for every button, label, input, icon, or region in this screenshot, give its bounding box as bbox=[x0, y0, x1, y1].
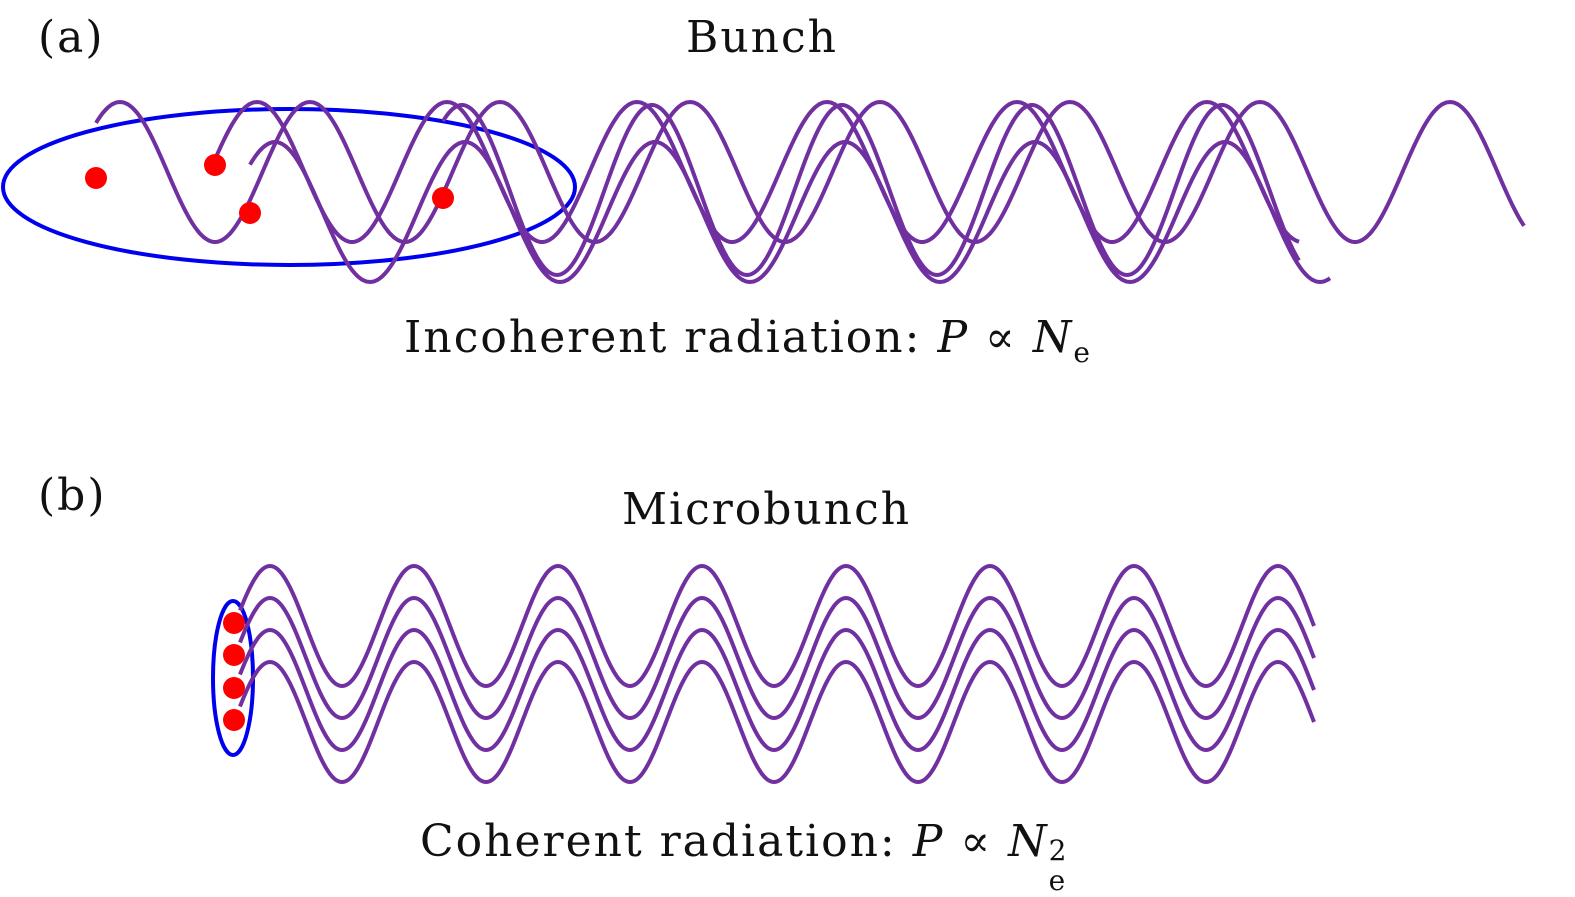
panel-a-caption: Incoherent radiation: P ∝ Ne bbox=[404, 312, 1092, 369]
electron-dot bbox=[223, 677, 245, 699]
caption-symbol-n: N bbox=[1008, 816, 1049, 867]
radiation-wave bbox=[94, 99, 1526, 244]
caption-text: Incoherent radiation: bbox=[404, 312, 938, 363]
radiation-wave bbox=[238, 595, 1316, 721]
panel-b-graphics bbox=[211, 563, 1316, 785]
panel-a-graphics bbox=[1, 99, 1526, 285]
caption-symbol-p: P bbox=[912, 816, 945, 867]
caption-proportional: ∝ bbox=[985, 312, 1017, 363]
caption-proportional: ∝ bbox=[960, 816, 993, 867]
radiation-wave bbox=[238, 627, 1316, 753]
caption-symbol-n: N bbox=[1032, 312, 1074, 363]
caption-symbol-p: P bbox=[937, 312, 970, 363]
radiation-wave bbox=[238, 563, 1316, 689]
radiation-wave bbox=[238, 659, 1316, 785]
electron-dot bbox=[432, 187, 454, 209]
radiation-wave bbox=[248, 140, 1332, 285]
electron-dot bbox=[223, 644, 245, 666]
radiation-wave bbox=[213, 99, 1300, 244]
electron-dot bbox=[223, 709, 245, 731]
electron-dot bbox=[239, 202, 261, 224]
electron-dot bbox=[223, 612, 245, 634]
caption-text: Coherent radiation: bbox=[420, 816, 913, 867]
electron-dot bbox=[204, 154, 226, 176]
panel-b-title: Microbunch bbox=[622, 484, 912, 535]
caption-superscript: 2 bbox=[1048, 834, 1069, 867]
caption-subscript: e bbox=[1048, 864, 1068, 897]
panel-a-title: Bunch bbox=[686, 12, 838, 63]
bunch-ellipse bbox=[1, 107, 577, 267]
caption-subscript: e bbox=[1073, 335, 1092, 369]
panel-a-label: (a) bbox=[38, 12, 105, 63]
panel-b-label: (b) bbox=[38, 470, 107, 521]
electron-dot bbox=[85, 167, 107, 189]
radiation-wave bbox=[441, 103, 1301, 278]
